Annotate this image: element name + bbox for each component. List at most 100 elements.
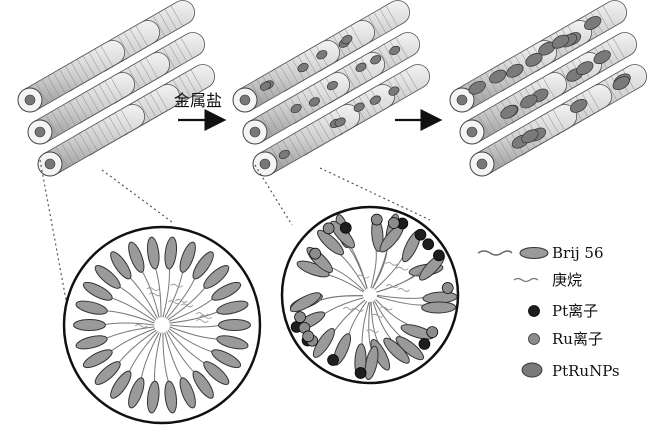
surfactant-head bbox=[289, 292, 322, 313]
tube-bundle-impregnated bbox=[232, 0, 430, 177]
particle bbox=[259, 81, 271, 91]
pt-ion bbox=[354, 367, 367, 379]
surfactant-head bbox=[296, 260, 330, 278]
surfactant-head bbox=[75, 300, 108, 315]
surfactant-head bbox=[218, 319, 252, 331]
surfactant-head bbox=[421, 301, 457, 314]
legend-item-ptru-nps: PtRuNPs bbox=[521, 362, 620, 380]
particle bbox=[489, 69, 507, 84]
particle bbox=[353, 102, 365, 112]
legend-label: Ru离子 bbox=[552, 330, 603, 348]
surfactant-head bbox=[82, 349, 113, 369]
surfactant-head bbox=[312, 327, 335, 358]
surfactant-head bbox=[192, 251, 214, 280]
pt-ion bbox=[414, 228, 427, 241]
surfactant-head bbox=[203, 265, 230, 289]
particle bbox=[355, 62, 367, 72]
pt-ion-icon bbox=[528, 305, 540, 317]
surfactant-tail bbox=[376, 295, 426, 306]
heptane bbox=[342, 306, 356, 311]
ru-ion bbox=[387, 217, 400, 229]
surfactant-head bbox=[94, 265, 121, 289]
surfactant-head bbox=[203, 361, 230, 385]
heptane bbox=[356, 274, 370, 279]
surfactant-head bbox=[211, 281, 242, 301]
particle bbox=[521, 129, 539, 144]
surfactant-head bbox=[179, 377, 196, 409]
zoom-lines bbox=[39, 159, 431, 301]
particle bbox=[341, 34, 353, 45]
ru-ion bbox=[441, 282, 454, 294]
heptane-icon bbox=[513, 277, 539, 283]
arrow-label: 金属盐 bbox=[174, 91, 222, 110]
particle bbox=[326, 80, 338, 91]
surfactant-head bbox=[316, 229, 344, 256]
surfactant-head bbox=[110, 251, 132, 280]
ru-ion bbox=[426, 326, 439, 338]
ptru-nps-icon bbox=[521, 362, 543, 378]
tube bbox=[232, 40, 340, 113]
surfactant-head bbox=[128, 377, 145, 409]
heptane bbox=[397, 288, 410, 292]
heptane bbox=[146, 287, 160, 292]
particle bbox=[297, 62, 309, 73]
heptane bbox=[371, 313, 385, 318]
particle bbox=[506, 63, 524, 78]
legend-item-ru-ion: Ru离子 bbox=[528, 330, 603, 348]
pt-ion bbox=[418, 338, 431, 350]
surfactant-head bbox=[216, 335, 249, 350]
ru-ion bbox=[294, 311, 306, 323]
heptane bbox=[148, 292, 162, 297]
legend-label: PtRuNPs bbox=[552, 362, 620, 380]
surfactant-tail bbox=[330, 266, 365, 292]
heptane bbox=[170, 283, 183, 288]
surfactant-head bbox=[94, 361, 121, 385]
particle bbox=[500, 105, 518, 119]
legend-item-heptane: 庚烷 bbox=[513, 271, 582, 289]
particle bbox=[370, 55, 382, 65]
tube-bundle-nanoparticles bbox=[449, 0, 647, 177]
tube bbox=[37, 104, 145, 177]
particle bbox=[570, 99, 588, 113]
heptane bbox=[379, 306, 393, 311]
pt-ion bbox=[327, 354, 339, 366]
heptane bbox=[195, 312, 209, 316]
particle bbox=[290, 103, 302, 114]
ru-ion-icon bbox=[528, 333, 540, 345]
particle bbox=[278, 149, 290, 160]
particle bbox=[468, 80, 486, 95]
particle bbox=[593, 50, 611, 65]
surfactant-head bbox=[216, 300, 249, 315]
surfactant-head bbox=[146, 236, 160, 270]
surfactant-head bbox=[110, 370, 132, 399]
heptane bbox=[366, 329, 379, 334]
particle bbox=[520, 94, 538, 109]
surfactant-head bbox=[164, 380, 178, 414]
surfactant-tail bbox=[370, 301, 379, 343]
tube-bundle-template bbox=[17, 0, 215, 177]
heptane bbox=[167, 300, 181, 305]
legend-item-pt-ion: Pt离子 bbox=[528, 302, 598, 320]
surfactant-tail bbox=[373, 300, 403, 339]
particle bbox=[389, 45, 401, 56]
ru-ion bbox=[309, 247, 322, 260]
surfactant-tail bbox=[347, 246, 368, 289]
surfactant-tail bbox=[374, 255, 404, 291]
impregnated-cross-section bbox=[280, 205, 460, 385]
surfactant-head bbox=[128, 241, 145, 273]
particle bbox=[612, 76, 630, 91]
surfactant-head bbox=[383, 337, 410, 364]
tube bbox=[27, 72, 135, 145]
surfactant-tail bbox=[372, 250, 388, 289]
pt-ion bbox=[422, 238, 435, 251]
surfactant-head bbox=[146, 380, 160, 414]
surfactant-head bbox=[82, 281, 113, 301]
heptane bbox=[199, 315, 213, 319]
heptane bbox=[196, 318, 209, 323]
pt-ion bbox=[433, 249, 445, 262]
heptane bbox=[351, 307, 364, 312]
surfactant-head bbox=[179, 241, 196, 273]
ru-ion bbox=[302, 330, 315, 343]
heptane bbox=[134, 324, 148, 328]
